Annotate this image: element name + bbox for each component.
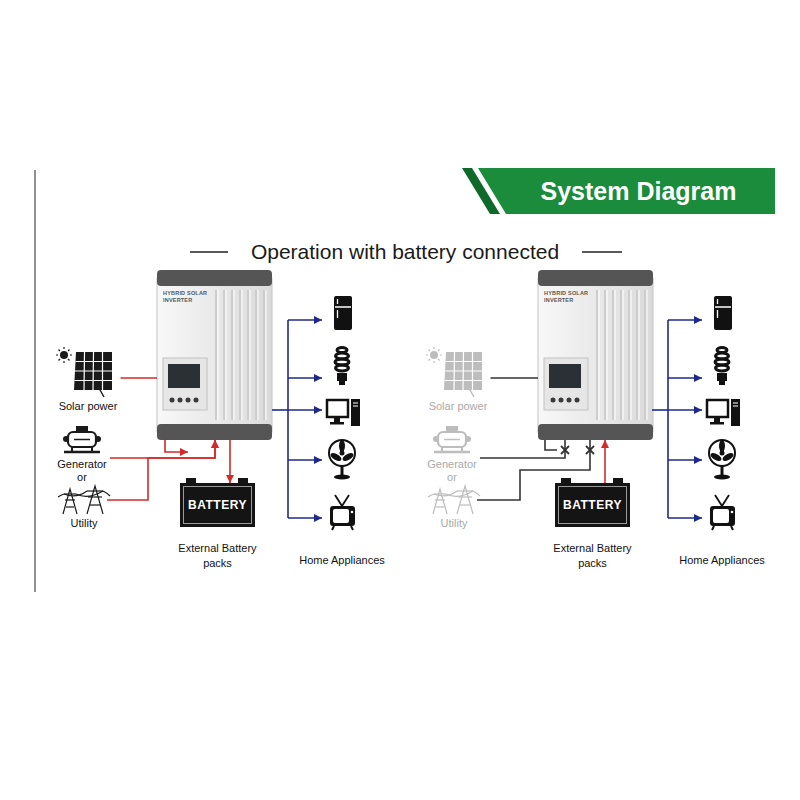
source-caption: Solar power	[429, 400, 488, 413]
diagram-title: Operation with battery connected	[205, 240, 605, 264]
source-icons	[56, 347, 112, 514]
banner-title: System Diagram	[541, 168, 737, 214]
source-caption: Solar power	[59, 400, 118, 413]
power-line	[121, 377, 158, 379]
fan-icon	[329, 440, 355, 480]
appliance-wiring	[652, 296, 740, 530]
power-line	[480, 440, 565, 458]
power-source: Utility	[431, 484, 477, 532]
battery-caption: External Battery packs	[547, 541, 639, 571]
inverter-illustration	[538, 270, 653, 440]
appliance-wiring	[272, 296, 360, 530]
source-caption: Utility	[71, 517, 98, 530]
source-icons-greyed	[426, 347, 482, 514]
battery-pack: BATTERYExternal Battery packs	[555, 483, 630, 527]
blocked-line	[545, 440, 557, 450]
battery-label: BATTERY	[563, 483, 622, 527]
power-source: Generator	[54, 424, 110, 473]
computer-icon	[327, 399, 360, 426]
page-rule	[35, 170, 36, 592]
heading-banner: System Diagram	[462, 168, 775, 214]
battery-label: BATTERY	[188, 483, 247, 527]
fridge-icon	[334, 296, 352, 330]
group-caption: Home Appliances	[282, 554, 402, 567]
inverter-illustration	[157, 270, 272, 440]
power-line	[229, 440, 231, 483]
feedback-arrow	[165, 440, 188, 452]
banner-shape	[462, 168, 775, 214]
cross-mark	[561, 446, 594, 454]
battery-caption: External Battery packs	[172, 541, 264, 571]
power-source: Generator	[424, 424, 480, 473]
bulb-icon	[335, 348, 349, 386]
group-caption: Home Appliances	[662, 554, 782, 567]
battery-pack: BATTERYExternal Battery packs	[180, 483, 255, 527]
power-source: Solar power	[426, 346, 491, 415]
source-caption: Generator	[57, 458, 107, 471]
power-source: Solar power	[56, 346, 121, 415]
source-caption: Utility	[441, 517, 468, 530]
power-source: Utility	[61, 484, 107, 532]
hybrid-inverter: HYBRID SOLAR INVERTER	[538, 270, 653, 440]
product-print: HYBRID SOLAR INVERTER	[163, 290, 209, 303]
connector-word: or	[22, 471, 142, 484]
tv-icon	[330, 495, 355, 530]
hybrid-inverter: HYBRID SOLAR INVERTER	[157, 270, 272, 440]
power-line	[491, 377, 539, 379]
power-line	[110, 440, 215, 458]
connector-word: or	[392, 471, 512, 484]
product-print: HYBRID SOLAR INVERTER	[544, 290, 590, 303]
source-caption: Generator	[427, 458, 477, 471]
power-line	[604, 440, 606, 483]
